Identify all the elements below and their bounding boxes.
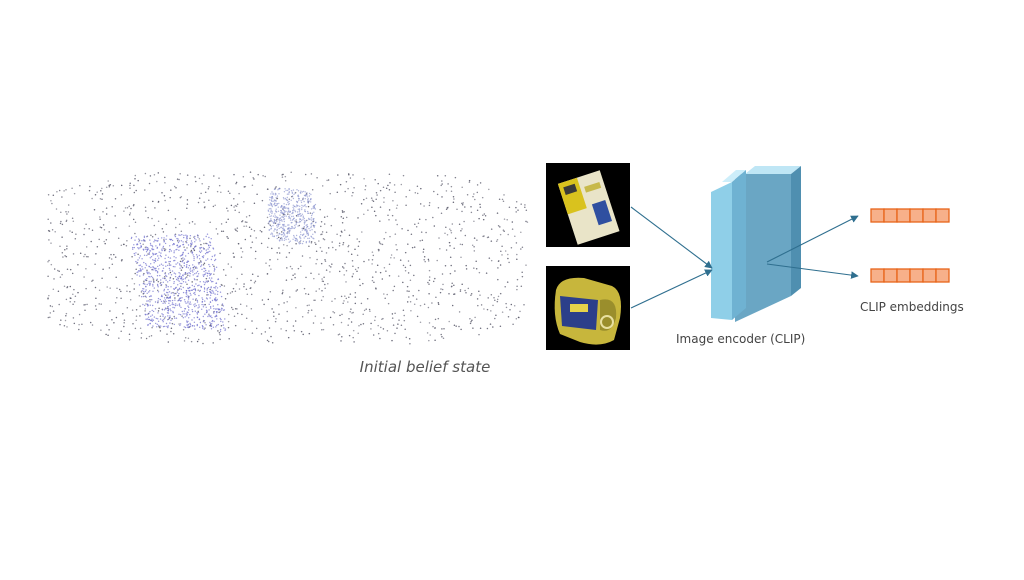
embedding-cell (896, 208, 911, 223)
object-image-tin-can (546, 266, 630, 350)
arrow-image2-to-encoder (630, 269, 713, 309)
embedding-cell (909, 208, 924, 223)
encoder-block (711, 166, 801, 322)
embedding-cell (922, 208, 937, 223)
embedding-cell (922, 268, 937, 283)
embedding-cell (870, 268, 885, 283)
arrow-image1-to-encoder (630, 206, 713, 269)
embedding-vector (870, 268, 950, 283)
encoder-caption: Image encoder (CLIP) (676, 332, 806, 346)
embedding-vector (870, 208, 950, 223)
arrows (630, 206, 859, 309)
belief-state-caption: Initial belief state (359, 358, 491, 376)
embedding-cell (935, 208, 950, 223)
object-image-yellow-box (546, 163, 630, 247)
embedding-cell (870, 208, 885, 223)
embedding-cell (883, 208, 898, 223)
arrow-encoder-to-embedding-1 (766, 215, 859, 263)
embeddings-caption: CLIP embeddings (860, 300, 964, 314)
point-cloud (47, 171, 529, 345)
clip-embeddings (870, 208, 950, 283)
embedding-cell (896, 268, 911, 283)
embedding-cell (935, 268, 950, 283)
embedding-cell (909, 268, 924, 283)
arrow-encoder-to-embedding-2 (766, 263, 859, 279)
embedding-cell (883, 268, 898, 283)
